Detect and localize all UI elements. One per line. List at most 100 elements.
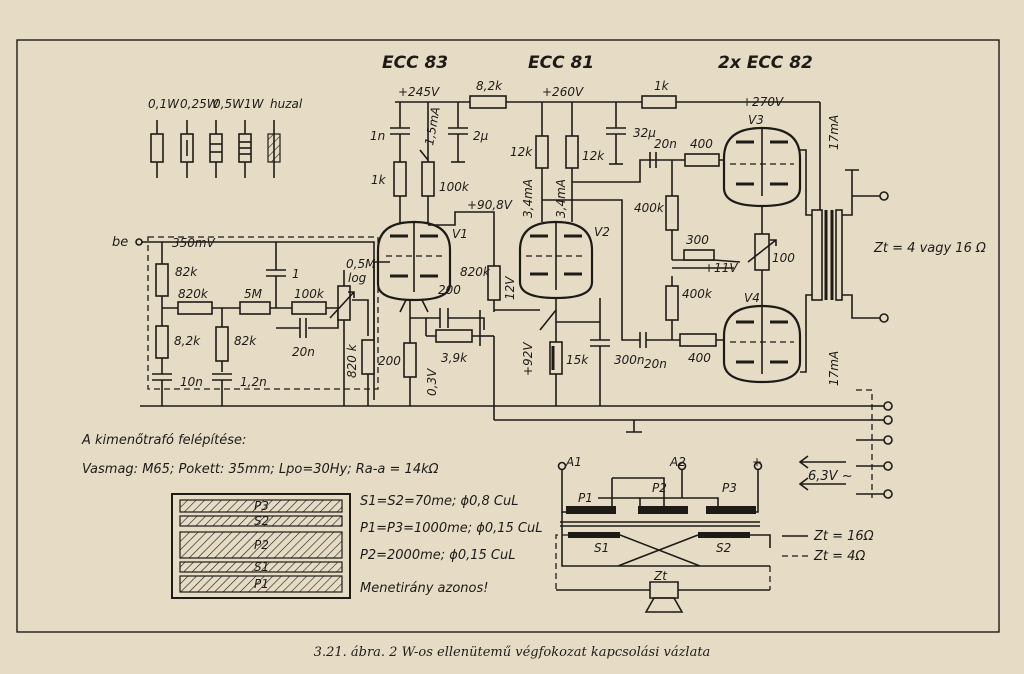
label-820k-a: 820k <box>178 287 209 301</box>
voltage-11: +11V <box>704 261 738 275</box>
winding-s-spec: S1=S2=70me; ϕ0,8 CuL <box>360 494 519 509</box>
label-82k-c: 82k <box>234 334 257 348</box>
resistor-1k-rail <box>641 95 677 109</box>
label-1k-rail: 1k <box>654 79 670 93</box>
tube-v2 <box>518 220 594 300</box>
trafo-specs: Vasmag: M65; Pokett: 35mm; Lpo=30Hy; Ra-… <box>82 462 439 477</box>
layer-p2: P2 <box>254 538 269 552</box>
winding-direction: Menetirány azonos! <box>360 581 488 596</box>
winding-a2: A2 <box>669 455 686 469</box>
voltage-245: +245V <box>398 85 440 99</box>
label-39k: 3,9k <box>441 351 468 365</box>
winding-a1: A1 <box>565 455 582 469</box>
label-200-cap: 200 <box>438 283 461 297</box>
voltage-03: 0,3V <box>425 368 439 396</box>
resistor-39k <box>435 329 473 343</box>
tube-v3-label: V3 <box>748 113 764 127</box>
layer-s2: S2 <box>254 514 269 528</box>
voltage-92: +92V <box>521 342 535 376</box>
voltage-908: +90,8V <box>467 198 513 212</box>
output-terminal-2 <box>879 313 889 323</box>
output-terminal-1 <box>879 191 889 201</box>
resistor-100k-v1 <box>421 161 435 197</box>
legend-label-05w: 0,5W <box>213 97 245 111</box>
winding-p13-spec: P1=P3=1000me; ϕ0,15 CuL <box>360 521 542 536</box>
winding-p1: P1 <box>578 491 593 505</box>
winding-p2: P2 <box>652 481 667 495</box>
tube-v1 <box>376 220 452 313</box>
label-10n: 10n <box>180 375 203 389</box>
resistor-300 <box>683 249 715 261</box>
resistor-820k-input <box>177 301 213 315</box>
label-820k-v2: 820k <box>460 265 491 279</box>
resistor-82k-rail <box>469 95 507 109</box>
label-32u: 32µ <box>633 126 656 140</box>
resistor-1k-v1 <box>393 161 407 197</box>
label-300n: 300n <box>614 353 645 367</box>
label-20n-a: 20n <box>292 345 315 359</box>
label-1k: 1k <box>371 173 387 187</box>
input-shield-box <box>147 236 379 390</box>
resistor-820k-grid-v2 <box>487 265 501 301</box>
resistor-82k-input <box>155 263 169 297</box>
resistor-100k-tone <box>291 301 327 315</box>
tube-v34-type: 2x ECC 82 <box>718 53 813 73</box>
resistor-82k-b <box>155 325 169 359</box>
label-5m: 5M <box>244 287 263 301</box>
resistor-82k-c <box>215 326 229 362</box>
border-frame <box>16 39 1000 633</box>
resistor-820k-grid <box>361 339 375 375</box>
label-12n: 1,2n <box>240 375 267 389</box>
trafo-heading: A kimenőtrafó felépítése: <box>81 433 246 448</box>
resistor-12k-b <box>565 135 579 169</box>
label-100k-v1: 100k <box>439 180 470 194</box>
current-17ma-a: 17mA <box>827 115 841 150</box>
label-82k-a: 82k <box>175 265 198 279</box>
tube-v2-type: ECC 81 <box>528 53 594 73</box>
tube-v2-label: V2 <box>594 225 610 239</box>
current-34ma-b: 3,4mA <box>554 179 568 218</box>
label-cap-1: 1 <box>292 267 300 281</box>
resistor-400-b <box>679 333 717 347</box>
winding-p3: P3 <box>722 481 737 495</box>
label-20n-c: 20n <box>644 357 667 371</box>
legend-label-1w: 1W <box>244 97 265 111</box>
winding-cross-section <box>171 493 351 599</box>
winding-s2: S2 <box>716 541 731 555</box>
resistor-400-a <box>684 153 720 167</box>
heater-voltage: 6,3V ~ <box>808 469 853 484</box>
winding-plus: + <box>752 455 762 469</box>
legend-label-wire: huzal <box>270 97 303 111</box>
resistor-400k-b <box>665 285 679 321</box>
label-15k: 15k <box>566 353 589 367</box>
tube-v1-type: ECC 83 <box>382 53 448 73</box>
legend-4ohm: Zt = 4Ω <box>813 549 865 564</box>
resistor-5m <box>239 301 271 315</box>
label-400-b: 400 <box>688 351 711 365</box>
legend-16ohm: Zt = 16Ω <box>813 529 874 544</box>
label-82k-b: 8,2k <box>174 334 201 348</box>
label-pot-log: log <box>348 271 367 285</box>
label-12k-b: 12k <box>582 149 605 163</box>
voltage-270: +270V <box>742 95 784 109</box>
label-400k-b: 400k <box>682 287 713 301</box>
tube-v3 <box>722 126 802 208</box>
legend-label-01w: 0,1W <box>148 97 180 111</box>
label-400-a: 400 <box>690 137 713 151</box>
resistor-400k-a <box>665 195 679 231</box>
voltage-12: 12V <box>503 276 517 300</box>
tube-v4 <box>722 304 802 384</box>
input-label: be <box>112 235 128 250</box>
resistor-legend: 0,1W 0,25W 0,5W 1W huzal <box>148 97 303 178</box>
output-impedance: Zt = 4 vagy 16 Ω <box>873 241 986 256</box>
tube-v4-label: V4 <box>744 291 760 305</box>
label-400k-a: 400k <box>634 201 665 215</box>
resistor-200-cathode <box>403 342 417 378</box>
label-100k-a: 100k <box>294 287 325 301</box>
resistor-12k-a <box>535 135 549 169</box>
legend-label-025w: 0,25W <box>180 97 220 111</box>
output-transformer <box>811 209 843 301</box>
label-1n: 1n <box>370 129 385 143</box>
winding-p2-spec: P2=2000me; ϕ0,15 CuL <box>360 548 515 563</box>
